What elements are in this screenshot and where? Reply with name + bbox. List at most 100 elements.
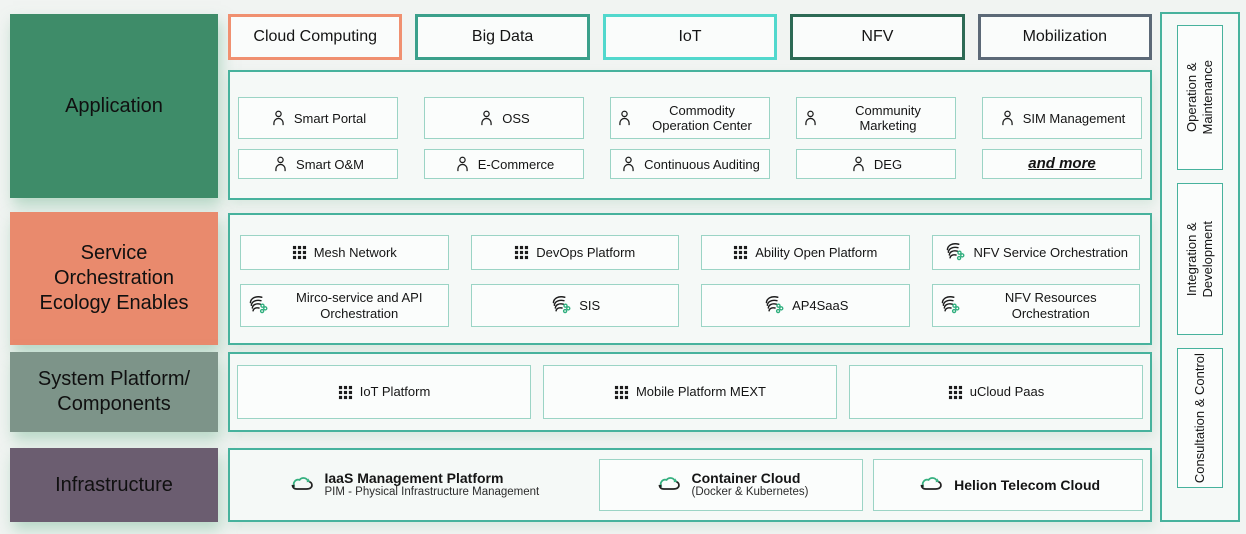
- cloud-sync-icon: [916, 474, 947, 497]
- tab-iot: IoT: [602, 14, 778, 60]
- item-title: Helion Telecom Cloud: [954, 476, 1101, 493]
- tab-mobilization: Mobilization: [977, 14, 1153, 60]
- grid-icon: [733, 245, 748, 260]
- tab-cloud-computing: Cloud Computing: [228, 14, 403, 60]
- right-rail: Operation & Maintenance Integration & De…: [1160, 12, 1240, 522]
- item-label: E-Commerce: [477, 156, 555, 172]
- item-title: IaaS Management Platform: [324, 469, 504, 486]
- app-item-smart-portal: Smart Portal: [238, 97, 398, 140]
- rail-label: Integration & Development: [1183, 220, 1216, 298]
- svc-item-ap4saas: AP4SaaS: [701, 284, 910, 327]
- app-item-community-marketing: Community Marketing: [796, 97, 956, 140]
- app-item-deg: DEG: [796, 149, 956, 179]
- category-application: Application: [10, 14, 218, 198]
- category-label: Application: [65, 94, 163, 117]
- svc-item-nfv-service-orchestration: NFV Service Orchestration: [931, 235, 1140, 271]
- item-title: Container Cloud: [691, 469, 801, 486]
- item-label: Ability Open Platform: [755, 244, 878, 260]
- app-item-sim-management: SIM Management: [982, 97, 1142, 140]
- svc-item-ability-open-platform: Ability Open Platform: [701, 235, 910, 271]
- grid-icon: [614, 385, 629, 400]
- app-item-continuous-auditing: Continuous Auditing: [610, 149, 770, 179]
- flow-lines-icon: [762, 294, 785, 317]
- category-service-orchestration: Service Orchestration Ecology Enables: [10, 212, 218, 345]
- flow-lines-icon: [938, 294, 961, 317]
- item-label: SIM Management: [1022, 110, 1126, 126]
- item-label: Continuous Auditing: [644, 156, 760, 172]
- item-label: OSS: [502, 110, 530, 126]
- infra-item-iaas-management: IaaS Management Platform PIM - Physical …: [237, 459, 589, 511]
- grid-icon: [948, 385, 963, 400]
- rail-consultation-control: Consultation & Control: [1177, 348, 1223, 488]
- person-icon: [850, 155, 867, 173]
- rail-integration-development: Integration & Development: [1177, 183, 1223, 335]
- person-icon: [454, 155, 471, 173]
- svc-item-devops-platform: DevOps Platform: [470, 235, 679, 271]
- flow-lines-icon: [246, 294, 269, 317]
- person-icon: [616, 109, 633, 127]
- cloud-sync-icon: [287, 474, 318, 497]
- cloud-sync-icon: [654, 474, 685, 497]
- item-subtitle: (Docker & Kubernetes): [691, 486, 809, 499]
- item-label: uCloud Paas: [969, 384, 1045, 400]
- category-label: Infrastructure: [55, 473, 173, 496]
- rail-operation-maintenance: Operation & Maintenance: [1177, 25, 1223, 170]
- app-item-and-more: and more: [982, 149, 1142, 179]
- domain-tabs: Cloud Computing Big Data IoT NFV Mobiliz…: [228, 14, 1153, 60]
- svc-item-sis: SIS: [470, 284, 679, 327]
- person-icon: [999, 109, 1016, 127]
- section-application: Smart Portal OSS Commodity Operation Cen…: [228, 70, 1152, 200]
- app-item-commodity-operation-center: Commodity Operation Center: [610, 97, 770, 140]
- svc-item-nfv-resources-orchestration: NFV Resources Orchestration: [931, 284, 1140, 327]
- infra-item-helion-telecom-cloud: Helion Telecom Cloud: [873, 459, 1143, 511]
- app-item-e-commerce: E-Commerce: [424, 149, 584, 179]
- person-icon: [802, 109, 819, 127]
- tab-label: Mobilization: [1022, 28, 1108, 45]
- tab-label: Cloud Computing: [253, 28, 378, 45]
- grid-icon: [514, 245, 529, 260]
- flow-lines-icon: [549, 294, 572, 317]
- item-label: Smart O&M: [296, 156, 364, 172]
- section-system-platform: IoT Platform Mobile Platform MEXT uCloud…: [228, 352, 1152, 432]
- sys-item-ucloud-paas: uCloud Paas: [849, 365, 1143, 419]
- rail-label: Operation & Maintenance: [1183, 60, 1216, 135]
- item-label: IoT Platform: [359, 384, 431, 400]
- tab-label: Big Data: [471, 28, 534, 45]
- item-label: Community Marketing: [855, 102, 921, 134]
- item-label: AP4SaaS: [792, 297, 849, 313]
- person-icon: [270, 109, 287, 127]
- tab-label: IoT: [678, 28, 702, 45]
- item-label: NFV Resources Orchestration: [1004, 290, 1097, 321]
- person-icon: [620, 155, 637, 173]
- app-item-smart-oandm: Smart O&M: [238, 149, 398, 179]
- item-subtitle: PIM - Physical Infrastructure Management: [324, 486, 540, 499]
- app-item-oss: OSS: [424, 97, 584, 140]
- item-label: Commodity Operation Center: [652, 102, 752, 134]
- category-label: System Platform/ Components: [37, 368, 191, 415]
- item-label: and more: [1028, 155, 1096, 173]
- sys-item-iot-platform: IoT Platform: [237, 365, 531, 419]
- item-label: SIS: [579, 297, 601, 313]
- person-icon: [478, 109, 495, 127]
- flow-lines-icon: [943, 241, 966, 264]
- rail-label: Consultation & Control: [1191, 352, 1207, 484]
- item-label: DEG: [873, 156, 903, 172]
- infra-item-container-cloud: Container Cloud (Docker & Kubernetes): [598, 459, 864, 511]
- item-label: Mirco-service and API Orchestration: [296, 290, 423, 321]
- svc-item-microservice-api-orchestration: Mirco-service and API Orchestration: [240, 284, 449, 327]
- tab-label: NFV: [861, 28, 894, 45]
- grid-icon: [338, 385, 353, 400]
- item-label: NFV Service Orchestration: [973, 244, 1129, 260]
- category-system-platform: System Platform/ Components: [10, 352, 218, 432]
- category-label: Service Orchestration Ecology Enables: [39, 242, 189, 314]
- tab-nfv: NFV: [790, 14, 965, 60]
- grid-icon: [292, 245, 307, 260]
- item-label: Smart Portal: [293, 110, 367, 126]
- item-label: DevOps Platform: [536, 244, 636, 260]
- item-label: Mesh Network: [313, 244, 397, 260]
- section-infrastructure: IaaS Management Platform PIM - Physical …: [228, 448, 1152, 522]
- person-icon: [272, 155, 289, 173]
- section-service-orchestration: Mesh Network DevOps Platform Ability Ope…: [228, 213, 1152, 345]
- category-infrastructure: Infrastructure: [10, 448, 218, 522]
